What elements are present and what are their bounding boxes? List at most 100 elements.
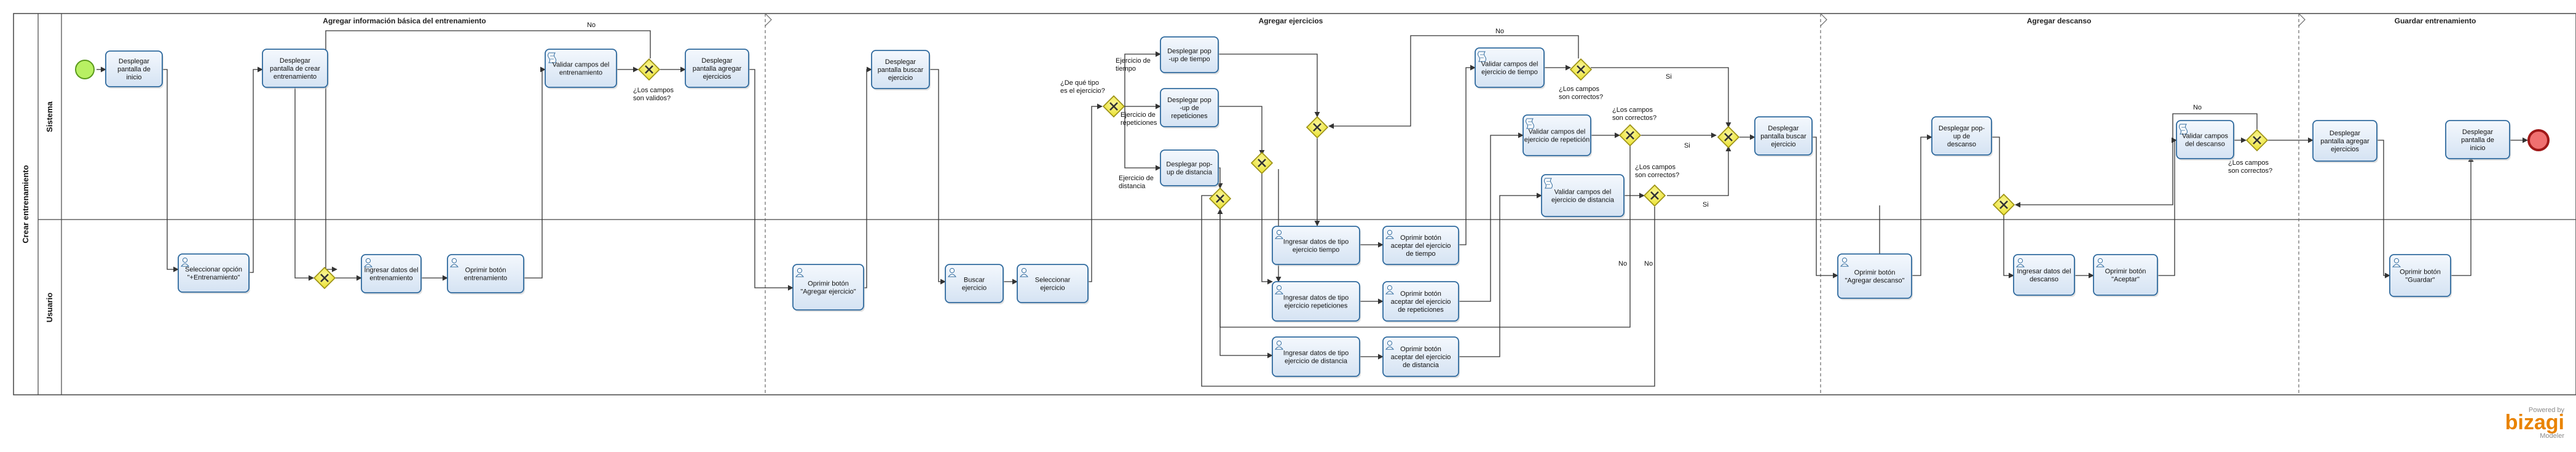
user-task-icon [2392,258,2401,268]
x-icon [1650,191,1659,200]
task-label-line: aceptar del ejercicio [1391,242,1451,250]
task-label-line: up de distancia [1167,169,1213,176]
task-t25: Oprimir botón"Agregar descanso" [1837,253,1913,300]
task-label-line: Desplegar [701,57,732,65]
start-event [75,60,95,79]
task-label-line: Validar campos del [1481,61,1538,68]
phase-header-tabs [765,13,2306,26]
user-task-icon [1274,285,1284,295]
flow-label: Ejercicio de [1116,57,1151,65]
flow-label: No [587,22,596,29]
task-label-line: del descanso [2185,141,2225,148]
task-label-line: Validar campos [2182,133,2228,140]
phase-separators [765,14,2299,395]
task-label-line: Oprimir botón [1400,346,1441,353]
task-label-line: de tiempo [1406,250,1435,258]
end-event [2527,129,2550,151]
task-label-line: pantalla buscar [878,66,924,74]
task-label-line: ejercicios [2331,146,2359,153]
user-task-icon [2095,258,2105,268]
x-icon [1258,159,1266,167]
user-task-icon [180,257,190,267]
user-task-icon [1840,257,1849,267]
user-task-icon [1019,268,1029,277]
user-task-icon [947,268,957,277]
task-label-line: Buscar [964,277,985,284]
exclusive-gateway [1208,187,1232,210]
flow-label: No [1618,260,1627,268]
watermark-caption: Powered by [2529,406,2565,414]
task-label-line: Ingresar datos de tipo [1283,295,1349,302]
exclusive-gateway [2245,129,2269,152]
task-label-line: Desplegar pop- [1166,161,1213,169]
task-label-line: Oprimir botón [1854,269,1896,277]
flow-label: ¿De qué tipo [1060,79,1099,87]
flow-label: ¿Los campos [1635,164,1676,171]
user-task-icon [2015,258,2025,268]
x-icon [1313,123,1321,132]
flow-label: distancia [1119,183,1146,190]
task-label-line: ejercicio de distancia [1551,197,1615,204]
task-label-line: ejercicio [962,285,987,292]
task-label-line: Desplegar pop [1167,48,1211,55]
task-label-line: "Guardar" [2405,277,2435,284]
task-t28: Oprimir botón"Aceptar" [2093,254,2159,297]
task-label-line: Ingresar datos del [364,267,418,274]
task-label-line: pantalla buscar [1760,133,1806,140]
task-t12: Desplegar pop-up de tiempo [1160,36,1219,74]
exclusive-gateway [1102,95,1125,118]
task-label-line: descanso [2030,276,2058,283]
x-icon [2253,136,2261,145]
exclusive-gateway [637,58,661,81]
exclusive-gateway [1250,151,1274,175]
user-task-icon [1274,229,1284,239]
task-label-line: Ingresar datos de tipo [1283,239,1349,246]
flow-label: son validos? [633,95,671,102]
user-task-icon [1385,340,1395,350]
task-label-line: Desplegar [119,58,149,65]
phase-label-2: Agregar ejercicios [1259,17,1323,25]
flow-label: son correctos? [2228,167,2272,175]
x-icon [1626,131,1634,140]
task-label-line: Validar campos del [1529,129,1586,136]
task-label-line: Oprimir botón [465,267,506,274]
task-label-line: Desplegar pop- [1939,125,1985,132]
flow-label: ¿Los campos [1559,85,1600,93]
phase-label-4: Guardar entrenamiento [2395,17,2476,25]
x-icon [1109,102,1118,111]
task-label-line: Ingresar datos del [2017,268,2071,276]
script-task-icon [2179,124,2188,135]
user-task-icon [449,258,459,268]
task-label-line: Ingresar datos de tipo [1283,350,1349,357]
pool: Crear entrenamiento Sistema Usuario [13,13,2576,395]
task-label-line: entrenamiento [559,69,602,77]
task-label-line: de distancia [1403,362,1440,369]
phase-label-3: Agregar descanso [2027,17,2092,25]
flow-label: ¿Los campos [1612,106,1653,114]
lane-label-sistema: Sistema [45,101,54,132]
user-task-icon [363,258,373,268]
task-label-line: Seleccionar [1035,277,1071,284]
pool-label: Crear entrenamiento [21,165,30,243]
task-label-line: ejercicio repeticiones [1285,303,1348,310]
task-label-line: aceptar del ejercicio [1391,298,1451,306]
flow-label: Si [1684,142,1690,149]
flow-label: son correctos? [1559,93,1603,101]
task-label-line: ejercicio tiempo [1293,247,1339,254]
